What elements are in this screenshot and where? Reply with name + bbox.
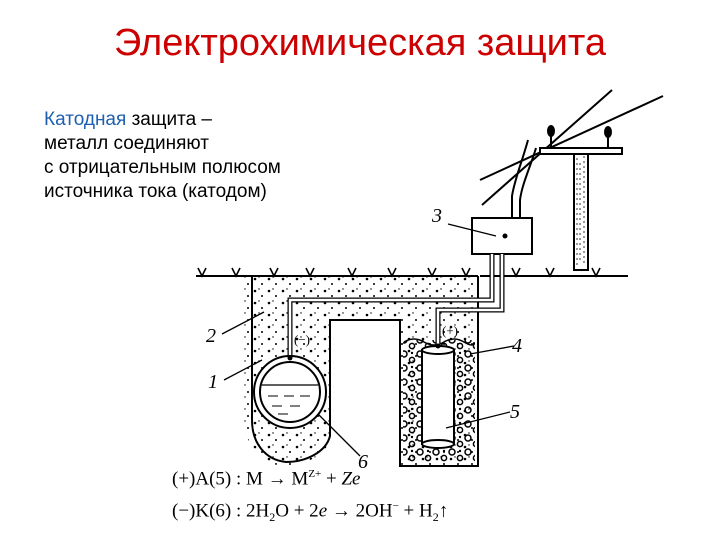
protected-pipe — [253, 355, 327, 429]
plus-sign: (+) — [442, 323, 458, 338]
rectifier-box — [471, 217, 533, 255]
label-3: 3 — [431, 205, 442, 227]
slide-title: Электрохимическая защита — [113, 22, 607, 64]
intro-highlight: Катодная — [44, 109, 127, 130]
intro-line-1: Катодная защита – — [44, 108, 364, 132]
anode-equation: (+)A(5) : M → MZ+ + Ze — [172, 468, 361, 490]
ground-surface — [196, 267, 628, 278]
intro-line-1-rest: защита – — [126, 109, 213, 130]
positive-cable — [435, 254, 505, 346]
intro-text: Катодная защита – металл соединяют с отр… — [44, 108, 364, 204]
minus-sign: (−) — [294, 332, 310, 347]
anode-electrode — [421, 343, 455, 449]
leader-lines — [221, 223, 515, 457]
label-5: 5 — [510, 401, 520, 423]
intro-line-2: металл соединяют — [44, 133, 209, 154]
cathodic-protection-diagram: 3 2 1 4 5 6 (−) (+) — [196, 89, 664, 470]
intro-line-3: с отрицательным полюсом — [44, 157, 281, 178]
intro-line-4: источника тока (катодом) — [44, 181, 267, 202]
label-6: 6 — [358, 451, 368, 470]
label-1: 1 — [208, 371, 218, 393]
supply-wire — [511, 139, 529, 218]
cathode-equation: (−)K(6) : 2H2O + 2e → 2OH− + H2↑ — [172, 500, 449, 525]
label-4: 4 — [512, 335, 522, 357]
label-2: 2 — [206, 325, 216, 347]
utility-pole — [539, 125, 623, 271]
negative-cable — [287, 254, 495, 358]
